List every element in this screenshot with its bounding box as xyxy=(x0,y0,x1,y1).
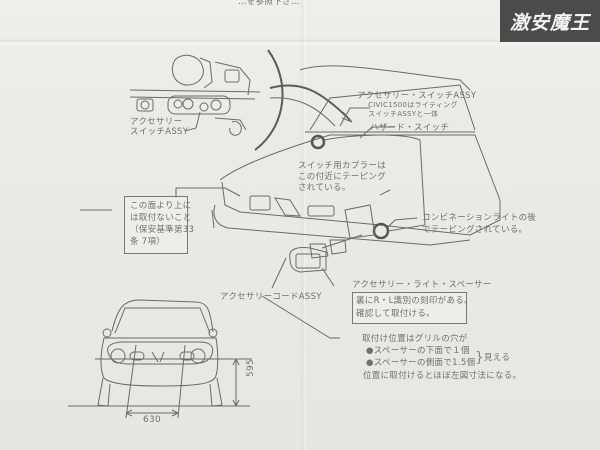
label-coupler-note-3: されている。 xyxy=(298,183,351,193)
label-accessory-switch-assy: アクセサリー・スイッチASSY xyxy=(357,91,477,101)
height-limit-note-4: 条 7項） xyxy=(130,237,166,247)
top-partial-text: …を参照下さ… xyxy=(238,0,300,7)
dashboard-detail-illustration xyxy=(129,49,284,151)
car-front-view-illustration xyxy=(68,299,252,419)
label-combination-light-note-1: コンビネーションライトの後 xyxy=(422,213,537,223)
label-civic-note-1: CIVIC1500はライティング xyxy=(368,101,458,109)
label-accessory-light-spacer: アクセサリー・ライト・スペーサー xyxy=(352,280,492,290)
label-accessory-switch-assy-left-1: アクセサリー xyxy=(130,117,183,127)
spacer-note-1: 裏にR・L識別の刻印がある。 xyxy=(356,296,473,306)
mounting-note-bullet2: ●スペーサーの側面で1.5個 xyxy=(366,358,476,368)
height-limit-note-1: この面より上に xyxy=(130,201,192,211)
label-civic-note-2: スイッチASSYと一体 xyxy=(368,110,439,118)
height-limit-note-3: （保安基準第33 xyxy=(130,225,195,235)
logo-text: 激安魔王 xyxy=(509,11,590,34)
height-limit-note-2: は取付ないこと xyxy=(130,213,192,223)
spacer-note-2: 確認して取付ける。 xyxy=(356,309,435,319)
dimension-height: 595 xyxy=(246,358,256,377)
mounting-note-bullet1: ●スペーサーの下面で１個 xyxy=(366,346,470,356)
mounting-note-line4: 位置に取付けるとほぼ左図寸法になる。 xyxy=(363,371,522,381)
label-accessory-cord-assy: アクセサリーコードASSY xyxy=(220,292,322,302)
paper-fold-horizontal xyxy=(0,38,600,46)
car-perspective-illustration xyxy=(211,65,501,273)
paper-fold-vertical xyxy=(300,0,306,450)
bracket-icon: } xyxy=(475,350,485,366)
label-accessory-switch-assy-left-2: スイッチASSY xyxy=(130,127,189,137)
callout-arrow xyxy=(269,84,351,121)
label-coupler-note-1: スイッチ用カプラーは xyxy=(298,161,387,171)
height-limit-note-box: この面より上に は取付ないこと （保安基準第33 条 7項） xyxy=(124,196,194,254)
label-coupler-note-2: この付近にテーピング xyxy=(298,172,387,182)
label-hazard-switch: ハザード・スイッチ xyxy=(370,123,450,133)
mounting-note-bracket-label: 見える xyxy=(484,353,511,363)
mounting-note-line1: 取付け位置はグリルの穴が xyxy=(362,334,468,344)
seller-watermark-logo: 激安魔王 xyxy=(500,0,600,42)
label-combination-light-note-2: でテーピングされている。 xyxy=(422,225,528,235)
dimension-width: 630 xyxy=(143,415,162,425)
spacer-note-box: 裏にR・L識別の刻印がある。 確認して取付ける。 xyxy=(352,292,473,324)
